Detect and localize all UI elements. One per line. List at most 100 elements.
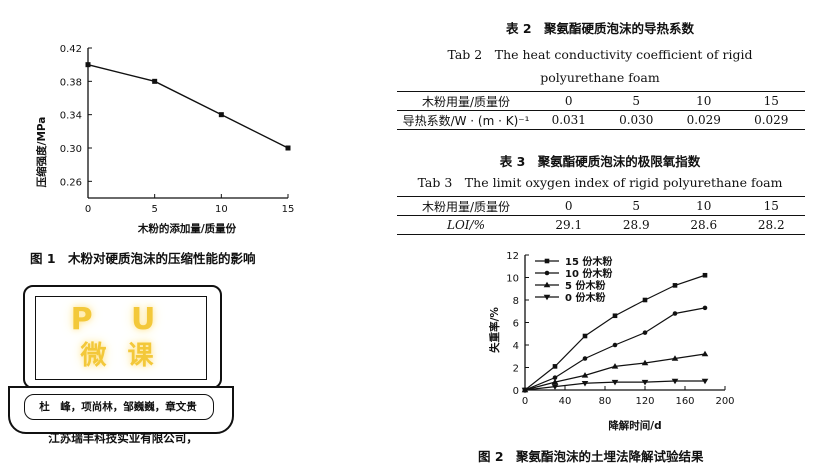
fig2-data-point (671, 355, 679, 361)
laptop-touchpad (24, 394, 214, 420)
fig2-data-point (702, 272, 708, 278)
fig2-legend-label: 0 份木粉 (565, 291, 605, 304)
fig2-data-point (611, 379, 619, 386)
brand-weike-text: 微 课 (80, 341, 160, 371)
fig2-data-point (672, 311, 678, 316)
table2-title-zh: 表 2 聚氨酯硬质泡沫的导热系数 (505, 21, 695, 36)
table3-header-cell: 15 (737, 196, 805, 216)
table3-cell: 29.1 (535, 215, 603, 235)
fig1-data-point (285, 145, 291, 151)
fig1-y-tick-label: 0.26 (60, 177, 82, 188)
fig1-caption: 图 1 木粉对硬质泡沫的压缩性能的影响 (30, 251, 256, 266)
fig2-caption: 图 2 聚氨酯泡沫的土埋法降解试验结果 (478, 449, 704, 464)
fig2-data-point (642, 330, 648, 335)
table3-cell: 28.2 (737, 215, 805, 235)
fig2-data-point (521, 387, 529, 394)
fig2-y-tick-label: 10 (506, 274, 519, 285)
fig1-x-tick-label: 5 (151, 204, 157, 215)
table2-cell: 导热系数/W · (m · K)⁻¹ (397, 110, 535, 130)
fig1-y-tick-label: 0.30 (60, 144, 82, 155)
laptop-screen (35, 296, 207, 380)
table3-header-cell: 0 (535, 196, 603, 216)
fig2-data-point (582, 333, 588, 339)
fig1-x-tick-label: 10 (215, 204, 228, 215)
table3-cell: 28.9 (602, 215, 670, 235)
fig2-data-point (611, 363, 619, 369)
fig2-x-tick-label: 160 (675, 396, 694, 407)
fig1-xlabel: 木粉的添加量/质量份 (137, 222, 237, 235)
table-row: LOI/% 29.1 28.9 28.6 28.2 (397, 215, 805, 235)
table3-header-row: 木粉用量/质量份 0 5 10 15 (397, 196, 805, 216)
fig1-y-tick-label: 0.34 (60, 111, 82, 122)
fig2-legend-marker (543, 294, 551, 301)
table3-cell: 28.6 (670, 215, 738, 235)
table3-title-en: Tab 3 The limit oxygen index of rigid po… (417, 175, 783, 190)
table2-header-cell: 木粉用量/质量份 (397, 91, 535, 111)
fig2-legend-label: 10 份木粉 (565, 267, 612, 280)
fig2-data-point (581, 380, 589, 387)
table2-header-cell: 5 (602, 91, 670, 111)
fig2-x-tick-label: 40 (559, 396, 572, 407)
fig2-data-point (551, 384, 559, 390)
fig2-y-tick-label: 6 (513, 319, 519, 330)
fig2-data-point (702, 305, 708, 311)
table2-cell: 0.029 (737, 110, 805, 130)
fig2-data-point (552, 364, 558, 369)
fig1-series-line (87, 63, 289, 149)
fig2-data-point (582, 356, 588, 361)
table2-cell: 0.029 (670, 110, 738, 130)
fig2-x-tick-label: 80 (599, 396, 612, 407)
fig2-legend-label: 5 份木粉 (565, 279, 605, 292)
table3-header-cell: 木粉用量/质量份 (397, 196, 535, 216)
fig2-data-point (641, 359, 649, 366)
authors-line: 杜 峰，项尚林，邹巍巍，章文贵 (39, 401, 197, 413)
fig1-data-point (152, 78, 158, 84)
table2-header-cell: 0 (535, 91, 603, 111)
table-row: 导热系数/W · (m · K)⁻¹ 0.031 0.030 0.029 0.0… (397, 110, 805, 130)
fig2-y-tick-label: 0 (513, 386, 519, 397)
fig2-y-tick-label: 12 (506, 251, 519, 262)
fig2-data-point (701, 378, 709, 385)
fig2-x-tick-label: 0 (522, 396, 528, 407)
fig1-x-tick-label: 15 (282, 204, 295, 215)
fig2-ylabel: 失重率/% (488, 307, 501, 353)
table3-header-cell: 10 (670, 196, 738, 216)
fig2-data-point (672, 283, 678, 288)
fig2-y-tick-label: 2 (513, 364, 519, 375)
fig1-y-tick-label: 0.38 (60, 77, 82, 88)
table3-cell: LOI/% (397, 215, 535, 235)
fig2-data-point (641, 379, 649, 386)
fig1-ylabel: 压缩强度/MPa (35, 117, 48, 188)
fig1-y-tick-label: 0.42 (60, 44, 82, 55)
fig1-data-point (85, 62, 91, 68)
fig2-y-tick-label: 4 (513, 341, 519, 352)
fig2-series-line (524, 307, 706, 391)
fig2-legend-marker (544, 258, 550, 264)
fig2-x-tick-label: 200 (715, 396, 734, 407)
table2-cell: 0.031 (535, 110, 603, 130)
table2-title-en: Tab 2 The heat conductivity coefficient … (447, 47, 753, 85)
table3-header-cell: 5 (602, 196, 670, 216)
fig1-x-tick-label: 0 (85, 204, 91, 215)
fig1-chart: 0.26 0.30 0.34 0.38 0.42 0 5 10 15 压缩强度/MPa 木粉的添… (35, 44, 295, 235)
brand-pu-text: P U (70, 302, 170, 337)
table3-title-zh: 表 3 聚氨酯硬质泡沫的极限氧指数 (499, 154, 701, 169)
fig2-data-point (552, 375, 558, 380)
fig2-data-point (701, 350, 709, 357)
fig2-data-point (642, 297, 648, 303)
fig2-data-point (551, 378, 559, 385)
fig2-legend-marker (543, 281, 551, 288)
table2-header-cell: 10 (670, 91, 738, 111)
table3: 木粉用量/质量份 0 5 10 15 LOI/% 29.1 28.9 28.6 … (397, 196, 805, 235)
table2-cell: 0.030 (602, 110, 670, 130)
fig2-data-point (612, 313, 618, 319)
table2-header-cell: 15 (737, 91, 805, 111)
table2-header-row: 木粉用量/质量份 0 5 10 15 (397, 91, 805, 111)
fig2-data-point (612, 342, 618, 348)
company-line: 江苏瑞丰科技实业有限公司， (48, 431, 198, 445)
fig2-xlabel: 降解时间/d (608, 419, 661, 432)
fig2-legend-marker (544, 270, 550, 276)
fig2-y-tick-label: 8 (513, 296, 519, 307)
fig1-data-point (218, 112, 224, 118)
